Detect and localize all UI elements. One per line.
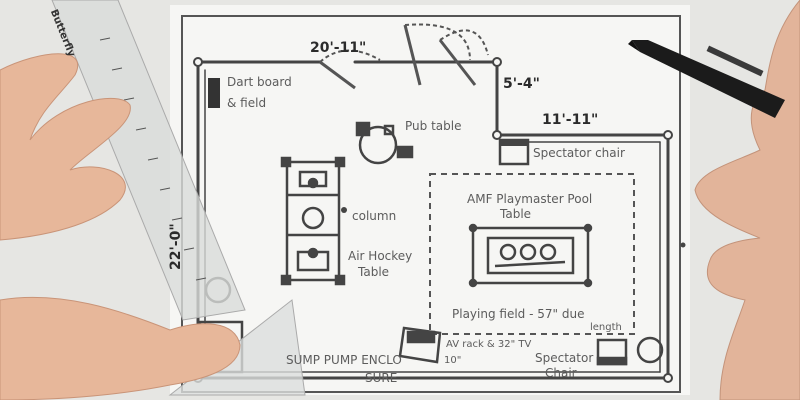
playing-field-label-2: length: [590, 322, 622, 333]
playing-field-label-1: Playing field - 57" due: [452, 307, 585, 321]
left-hand: [0, 53, 241, 400]
air-hockey-label-2: Table: [358, 265, 390, 279]
marker-pen: [628, 40, 785, 118]
pub-table-label: Pub table: [405, 119, 462, 133]
dart-board: [208, 78, 220, 108]
spectator-bottom-label-2: Chair: [545, 366, 577, 380]
column-label: column: [352, 209, 397, 223]
column-marker: [341, 207, 347, 213]
air-hockey-table: [280, 156, 346, 286]
edge-mark: [680, 242, 686, 248]
pool-table-label-1: AMF Playmaster Pool: [467, 192, 593, 206]
air-hockey-label-1: Air Hockey: [348, 249, 413, 263]
pool-table: [468, 223, 593, 288]
spectator-chair-bottom: [596, 336, 664, 366]
spectator-chair-top-label: Spectator chair: [533, 146, 625, 160]
sump-pump-label: SUMP PUMP ENCLO: [286, 353, 402, 367]
dimension-left-wall: 22'-0": [168, 223, 184, 270]
av-rack-label-2: 10": [444, 355, 462, 366]
sump-pump-label-2: SURE: [365, 371, 398, 385]
ruler: [51, 0, 246, 321]
double-door: [319, 23, 489, 90]
spectator-chair-top: [498, 138, 530, 166]
av-rack-label: AV rack & 32" TV: [446, 339, 532, 350]
dimension-offset: 5'-4": [503, 76, 540, 92]
pool-table-label-2: Table: [500, 207, 532, 221]
spectator-bottom-label-1: Spectator: [535, 351, 594, 365]
dart-board-label: Dart board: [227, 75, 292, 89]
dart-field-label: & field: [227, 96, 267, 110]
pub-table: [355, 121, 414, 165]
av-rack: [398, 326, 442, 364]
playing-field-outline: [429, 173, 635, 335]
dimension-top-wall: 20'-11": [310, 40, 367, 56]
dimension-right-wall-top: 11'-11": [542, 112, 599, 128]
